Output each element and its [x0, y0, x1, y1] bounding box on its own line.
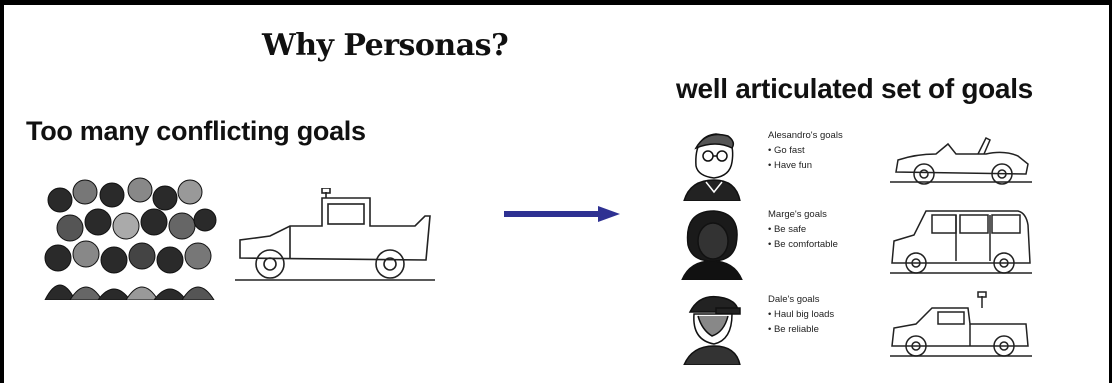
goal-item: Go fast [768, 145, 843, 156]
goal-item: Be comfortable [768, 239, 838, 250]
persona-alesandro: Alesandro's goals Go fast Have fun [676, 126, 1096, 206]
dale-face-icon [683, 295, 741, 365]
left-heading: Too many conflicting goals [26, 116, 366, 146]
persona-dale: Dale's goals Haul big loads Be reliable [676, 290, 1096, 370]
slide-title: Why Personas? [262, 28, 509, 63]
goal-item: Be safe [768, 224, 838, 235]
crowd-illustration [44, 177, 217, 300]
arrow-right-icon [504, 206, 620, 222]
truck-illustration [235, 188, 435, 281]
goals-title: Alesandro's goals [768, 130, 843, 141]
goal-item: Haul big loads [768, 309, 834, 320]
convertible-illustration [890, 136, 1032, 185]
pickup-illustration [890, 291, 1032, 357]
minivan-illustration [890, 210, 1032, 274]
goals-list: Dale's goals Haul big loads Be reliable [768, 294, 834, 339]
marge-face-icon [681, 210, 743, 280]
goals-list: Alesandro's goals Go fast Have fun [768, 130, 843, 175]
goal-item: Have fun [768, 160, 843, 171]
goals-title: Dale's goals [768, 294, 820, 305]
persona-marge: Marge's goals Be safe Be comfortable [676, 205, 1096, 285]
goals-title: Marge's goals [768, 209, 827, 220]
alesandro-face-icon [683, 133, 741, 201]
right-heading: well articulated set of goals [676, 73, 1033, 104]
goals-list: Marge's goals Be safe Be comfortable [768, 209, 838, 254]
goal-item: Be reliable [768, 324, 834, 335]
